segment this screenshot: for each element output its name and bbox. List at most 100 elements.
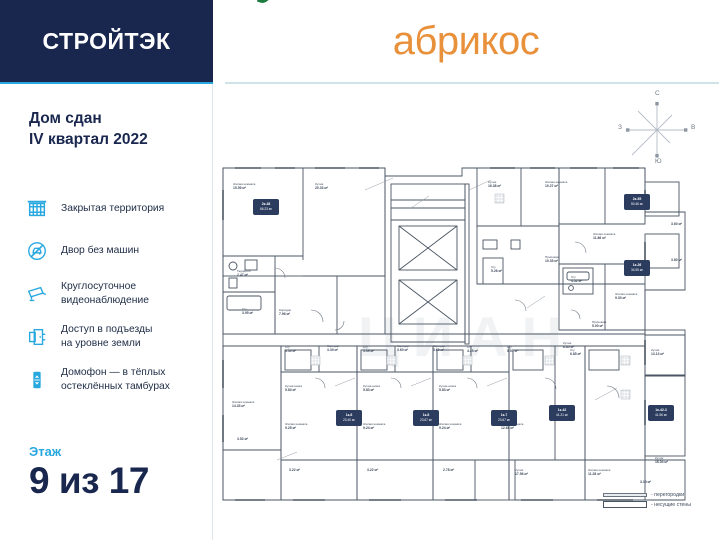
floor-plan-drawing[interactable]: ЦИАН	[215, 160, 719, 512]
room-area: 3.39 м²	[363, 349, 375, 354]
room-name: С/у	[571, 275, 576, 279]
feature-label: Круглосуточное видеонаблюдение	[61, 280, 149, 307]
delivery-status-line2: IV квартал 2022	[29, 131, 148, 148]
room-area: 5.51 м²	[507, 349, 519, 354]
room-name: Кухня-ниша	[439, 384, 456, 388]
room-name: С/у	[242, 307, 247, 311]
room-label: 3.22 м²	[367, 468, 378, 472]
apartment-code: 1к-26	[632, 263, 642, 267]
room-area: 3.80 м²	[671, 258, 683, 262]
room-area: 10.27 м²	[545, 184, 559, 189]
room-name: Кухня	[655, 456, 664, 460]
compass-north-label: С	[655, 90, 660, 97]
apartment-code: 1к-8	[422, 413, 430, 417]
feature-label: Двор без машин	[61, 245, 140, 257]
entrance-icon	[24, 324, 50, 350]
legend-label: - несущие стены	[651, 501, 691, 508]
room-name: Жилая комната	[593, 232, 616, 236]
room-label: 3.22 м²	[289, 468, 300, 472]
room-name: Коридор	[433, 344, 446, 348]
room-area: 17.56 м²	[515, 472, 529, 477]
room-area: 11.86 м²	[593, 236, 606, 241]
apartment-area: 23.67 м²	[497, 418, 511, 422]
room-area: 5.83 м²	[439, 388, 451, 393]
room-name: Кухня	[563, 341, 572, 345]
apartment-code: 2к-48	[261, 202, 271, 206]
feature-intercom: Домофон — в тёплых остеклённых тамбурах	[24, 366, 214, 393]
room-name: Жилая комната	[232, 400, 255, 404]
room-name: Прихожая	[545, 255, 560, 259]
room-name: Жилая комната	[545, 180, 568, 184]
header-divider	[225, 82, 719, 84]
complex-logo-text: абрикос	[392, 18, 540, 63]
feature-ground-level-entrance: Доступ в подъезды на уровне земли	[24, 323, 214, 350]
feature-closed-territory: Закрытая территория	[24, 196, 214, 222]
feature-car-free-yard: Двор без машин	[24, 238, 214, 264]
room-name: С/у	[507, 345, 512, 349]
info-sidebar: СТРОЙТЭК Дом сдан IV квартал 2022	[0, 0, 213, 540]
room-area: 3.52 м²	[237, 437, 249, 441]
bearing-wall-swatch	[603, 501, 647, 508]
room-label: 3.52 м²	[237, 437, 248, 441]
room-label: 2.78 м²	[443, 468, 454, 472]
room-name: Прихожая	[592, 320, 607, 324]
room-area: 16.38 м²	[488, 184, 502, 189]
room-name: Кухня-ниша	[363, 384, 380, 388]
compass-south-label: Ю	[655, 158, 662, 165]
room-area: 5.83 м²	[363, 388, 375, 393]
room-name: Кухня	[315, 182, 324, 186]
room-area: 3.40 м²	[285, 349, 297, 354]
feature-label-line1: Доступ в подъезды	[61, 324, 153, 335]
room-name: Жилая комната	[615, 292, 638, 296]
delivery-status-line1: Дом сдан	[29, 110, 102, 127]
room-name: Кухня-ниша	[285, 384, 302, 388]
room-area: 5.00 м²	[592, 324, 604, 329]
apartment-code: 2к-55	[632, 197, 642, 201]
apartment-code: 1к-7	[500, 413, 508, 417]
room-name: Коридор	[397, 344, 410, 348]
feature-list: Закрытая территория Двор без машин	[24, 196, 214, 409]
feature-label-line2: видеонаблюдение	[61, 294, 149, 306]
floor-indicator: Этаж 9 из 17	[29, 444, 149, 501]
room-name: Гардероб	[237, 269, 251, 273]
apartment-code: 1к-8	[345, 413, 353, 417]
room-label: 3.19 м²	[640, 480, 651, 484]
room-area: 5.26 м²	[491, 269, 503, 274]
leaf-icon	[256, 0, 277, 6]
legend-label: - перегородки	[651, 492, 685, 498]
room-label: 3.60 м²	[671, 222, 682, 226]
feature-label-line2: остеклённых тамбурах	[61, 380, 170, 392]
apartment-area: 50.46 м²	[630, 202, 644, 206]
complex-logo: абрикос	[213, 0, 719, 82]
builder-logo-text: СТРОЙТЭК	[42, 27, 171, 54]
feature-label: Закрытая территория	[61, 203, 165, 215]
room-area: 5.83 м²	[285, 388, 297, 393]
room-area: 12.68 м²	[501, 426, 515, 431]
room-area: 9.24 м²	[439, 426, 451, 431]
room-area: 15.59 м²	[233, 186, 247, 191]
room-area: 13.13 м²	[651, 352, 665, 357]
delivery-status: Дом сдан IV квартал 2022	[29, 108, 204, 150]
